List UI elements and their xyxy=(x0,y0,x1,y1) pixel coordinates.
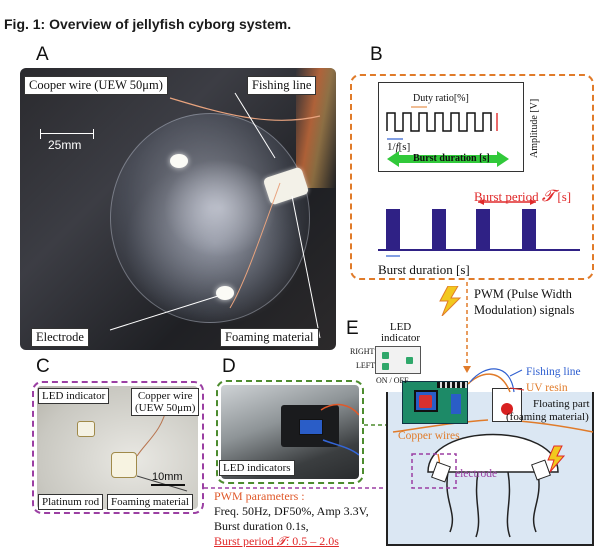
panel-letter-a: A xyxy=(36,44,49,65)
pwm-params-title: PWM parameters : xyxy=(214,489,305,503)
label-fishing-line-e: Fishing line xyxy=(526,366,581,378)
label-copper-wires-e: Copper wires xyxy=(398,430,460,442)
panel-c-frame xyxy=(32,381,204,514)
purple-link xyxy=(204,487,430,489)
scale-text-a: 25mm xyxy=(48,138,82,152)
pwm-signal-line1: PWM (Pulse Width xyxy=(474,287,572,301)
pcb-header xyxy=(437,382,467,388)
burst-period-label: Burst period 𝓣 [s] xyxy=(474,188,572,205)
panel-letter-d: D xyxy=(222,356,236,377)
pcb-red-led xyxy=(419,395,432,408)
pcb-board xyxy=(402,381,468,424)
panel-letter-b: B xyxy=(370,44,383,65)
e-wires xyxy=(467,368,525,393)
lightning-icon xyxy=(439,286,462,316)
case-screen xyxy=(299,419,323,435)
label-platinum-rod: Platinum rod xyxy=(38,494,104,510)
label-on-off: ON / OFF xyxy=(376,376,409,385)
amplitude-label: Amplitude [V] xyxy=(529,98,540,158)
pwm-inset: Duty ratio[%] 1/f[s] Burst duration [s] xyxy=(378,82,524,172)
floating-part-e xyxy=(492,388,522,422)
device-small xyxy=(77,421,95,437)
panel-d-frame xyxy=(216,380,364,484)
led-right-dot xyxy=(382,352,389,359)
figure-caption: Fig. 1: Overview of jellyfish cyborg sys… xyxy=(4,16,292,32)
electrode-blob-bottom xyxy=(216,286,234,300)
label-uv-resin: UV resin xyxy=(526,382,568,394)
uv-resin-dot xyxy=(501,403,513,415)
pcb-connector xyxy=(451,394,461,414)
jellyfish-bell xyxy=(110,113,310,323)
label-foaming-material-c: Foaming material xyxy=(107,494,193,510)
label-fishing-line: Fishing line xyxy=(247,76,317,95)
panel-letter-c: C xyxy=(36,356,50,377)
pwm-square-wave xyxy=(386,106,509,167)
label-electrode-e: electrode xyxy=(455,468,498,480)
scale-bar-c xyxy=(151,484,185,486)
pwm-params-burst: Burst period 𝓣: 0.5 – 2.0s xyxy=(214,534,339,547)
period-label: 1/f[s] xyxy=(387,141,411,153)
panel-letter-e: E xyxy=(346,318,359,339)
electrode-blob-top xyxy=(170,154,188,168)
pwm-signal-line2: Modulation) signals xyxy=(474,303,575,317)
led-left-dot xyxy=(382,363,389,370)
inset-burst-duration: Burst duration [s] xyxy=(413,153,490,164)
scale-bar-a xyxy=(40,129,94,139)
pwm-params-line1: Freq. 50Hz, DF50%, Amp 3.3V, xyxy=(214,504,369,518)
label-floating-part: Floating part xyxy=(533,398,590,410)
led-indicator-box xyxy=(375,346,421,374)
label-foaming-material: Foaming material xyxy=(220,328,319,347)
scale-text-c: 10mm xyxy=(152,471,183,483)
pwm-params-line2: Burst duration 0.1s, xyxy=(214,519,309,533)
label-floating-part-sub: (foaming material) xyxy=(506,411,589,423)
wire-overlay xyxy=(109,92,321,339)
label-led-indicator: LED indicator xyxy=(38,388,110,404)
panel-b-frame xyxy=(350,74,594,280)
burst-chart xyxy=(378,199,580,257)
label-electrode: Electrode xyxy=(31,328,89,347)
jellyfish-photo: 25mm xyxy=(20,68,336,350)
label-copper-wire: Cooper wire (UEW 50μm) xyxy=(24,76,168,95)
label-copper-wire-c: Copper wire(UEW 50μm) xyxy=(131,388,200,416)
burst-duration-label: Burst duration [s] xyxy=(378,262,470,277)
duty-ratio-label: Duty ratio[%] xyxy=(413,93,469,104)
orange-dashed-arrow xyxy=(463,282,471,373)
device-large xyxy=(111,452,137,478)
label-right: RIGHT xyxy=(350,347,375,356)
label-led-indicators-d: LED indicators xyxy=(219,460,295,476)
led-onoff-dot xyxy=(406,357,413,364)
cables-d xyxy=(320,403,359,456)
label-left: LEFT xyxy=(356,361,376,370)
